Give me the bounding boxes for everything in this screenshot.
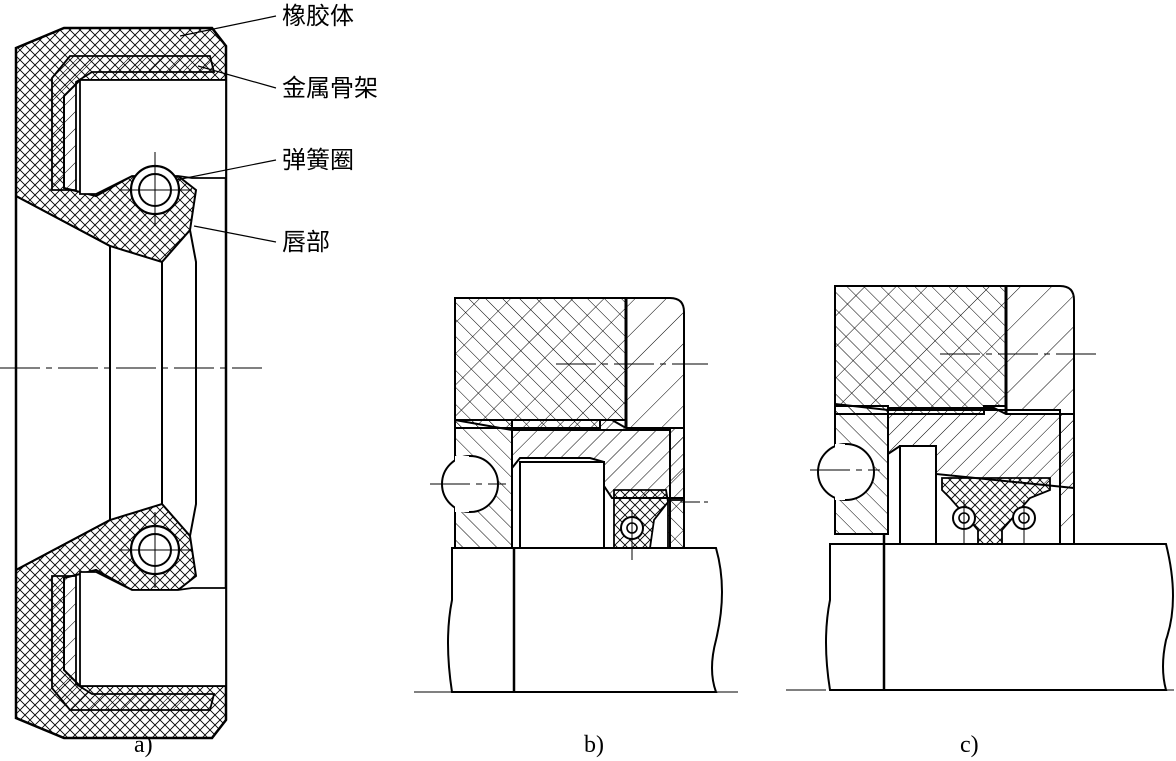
shaft-c <box>825 543 1174 691</box>
caption-c: c) <box>960 732 979 758</box>
cover-b <box>454 297 627 429</box>
label-lip: 唇部 <box>282 228 330 256</box>
metal-frame-lower <box>51 575 216 711</box>
leader-rubber-body <box>179 15 277 37</box>
cavity-lower <box>79 571 227 687</box>
caption-b: b) <box>584 732 604 758</box>
caption-a: a) <box>134 732 153 758</box>
cavity-upper <box>79 79 227 195</box>
spring-ring-upper <box>120 152 192 226</box>
leader-metal-frame <box>197 65 277 89</box>
spacer-b <box>519 461 605 549</box>
metal-frame-upper <box>51 55 216 191</box>
label-metal-frame: 金属骨架 <box>282 74 378 102</box>
seal-section-a <box>0 15 277 740</box>
cover-c <box>834 285 1007 415</box>
leader-lip <box>193 225 277 243</box>
assembly-b <box>414 297 738 693</box>
seat-b <box>511 419 685 499</box>
shaft-b <box>447 547 723 693</box>
assembly-c <box>786 285 1176 691</box>
leader-spring-ring <box>175 159 277 181</box>
spring-ring-lower <box>120 512 192 588</box>
bearing-ball-c <box>817 443 875 501</box>
spacer-c <box>899 445 937 545</box>
lip-seal-b <box>613 489 669 549</box>
label-spring-ring: 弹簧圈 <box>282 146 354 174</box>
label-rubber-body: 橡胶体 <box>282 2 354 30</box>
